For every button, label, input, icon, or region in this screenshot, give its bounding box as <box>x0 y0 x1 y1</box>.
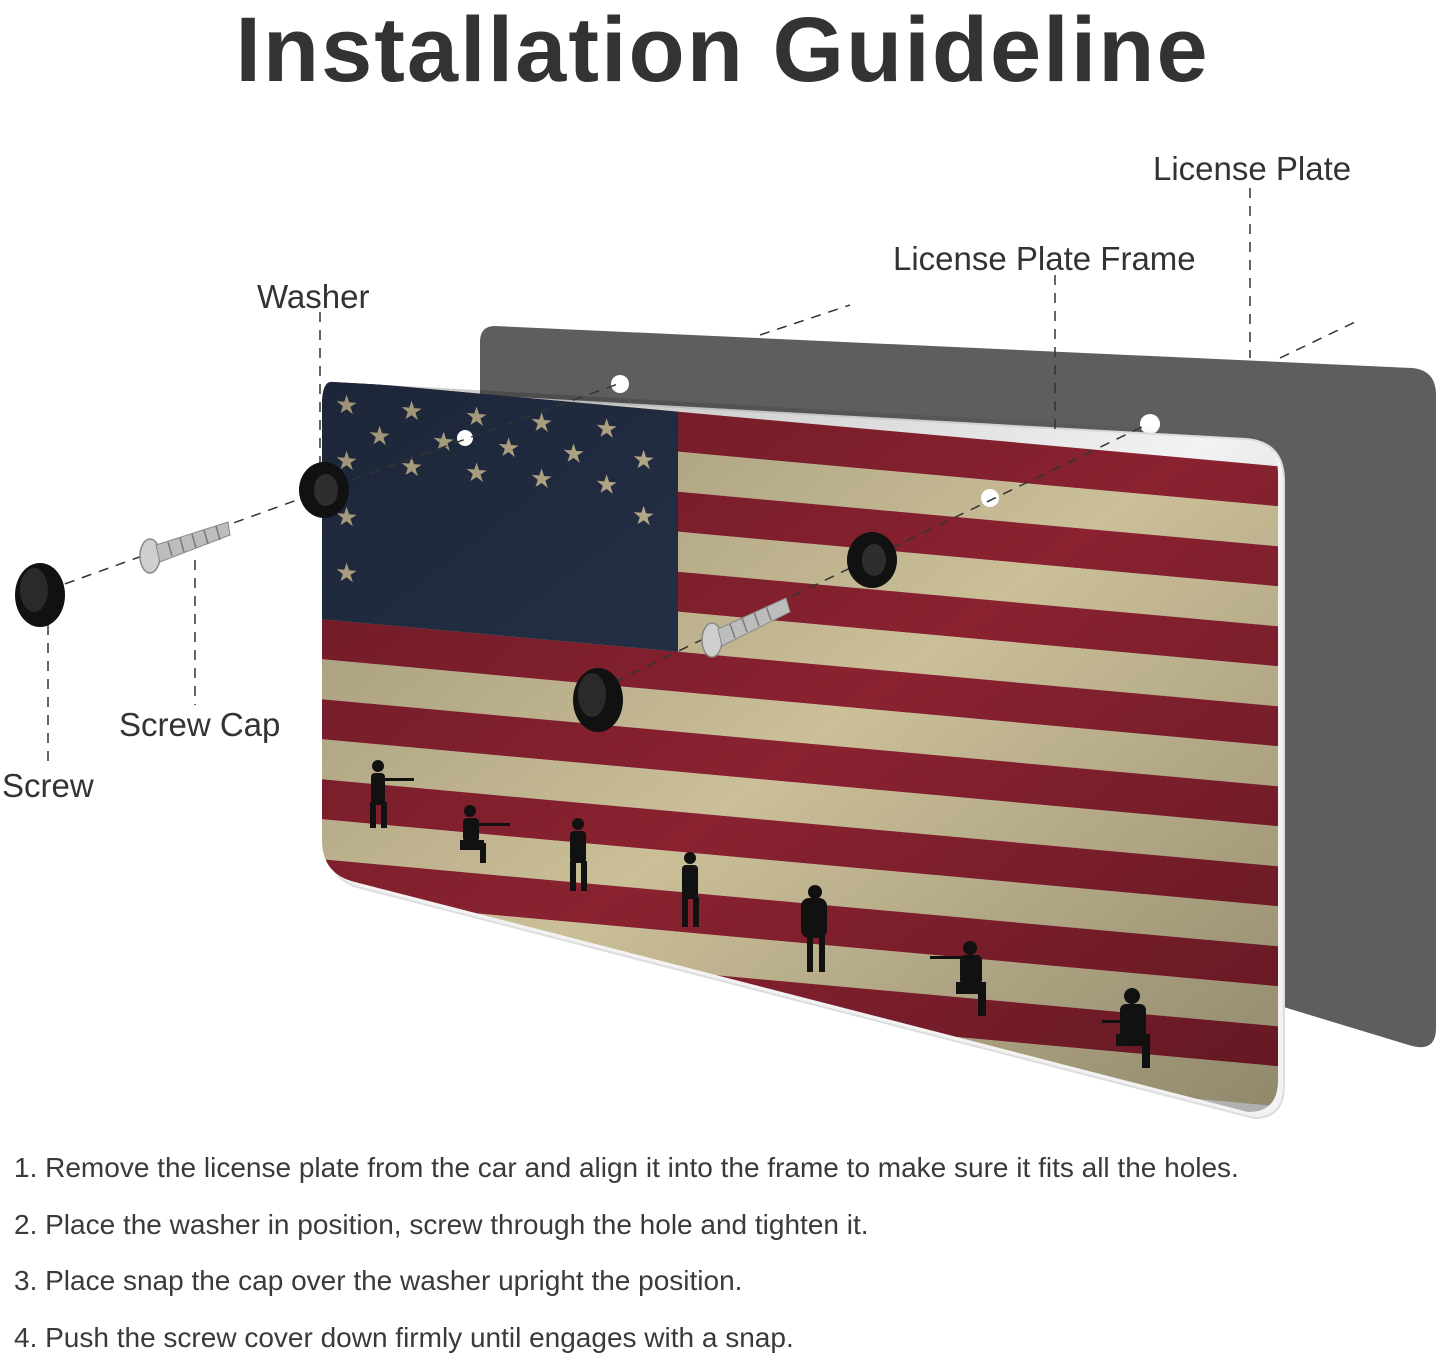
label-washer: Washer <box>257 278 369 316</box>
plate-hole-left <box>611 375 629 393</box>
label-license-plate-frame: License Plate Frame <box>893 240 1196 278</box>
screw-cover-icon-2 <box>573 668 623 732</box>
step-3: 3. Place snap the cap over the washer up… <box>14 1253 1239 1310</box>
washer-icon <box>299 462 349 518</box>
step-2: 2. Place the washer in position, screw t… <box>14 1197 1239 1254</box>
label-screw-cap: Screw Cap <box>119 706 280 744</box>
frame-hole-right <box>981 489 999 507</box>
washer-icon-2 <box>847 532 897 588</box>
label-screw: Screw <box>2 767 94 805</box>
screw-cover-icon <box>15 563 65 627</box>
step-1: 1. Remove the license plate from the car… <box>14 1140 1239 1197</box>
license-plate-frame: ★ ★ ★ ★ ★ ★ ★ ★ ★ ★ ★ ★ ★ ★ ★ ★ ★ ★ <box>300 370 1300 1130</box>
instruction-steps: 1. Remove the license plate from the car… <box>14 1140 1239 1366</box>
label-license-plate: License Plate <box>1153 150 1351 188</box>
step-4: 4. Push the screw cover down firmly unti… <box>14 1310 1239 1366</box>
installation-diagram: ★ ★ ★ ★ ★ ★ ★ ★ ★ ★ ★ ★ ★ ★ ★ ★ ★ ★ <box>0 130 1445 1130</box>
screw-icon <box>140 522 230 573</box>
frame-hole-left <box>457 430 473 446</box>
page-title: Installation Guideline <box>0 0 1445 100</box>
